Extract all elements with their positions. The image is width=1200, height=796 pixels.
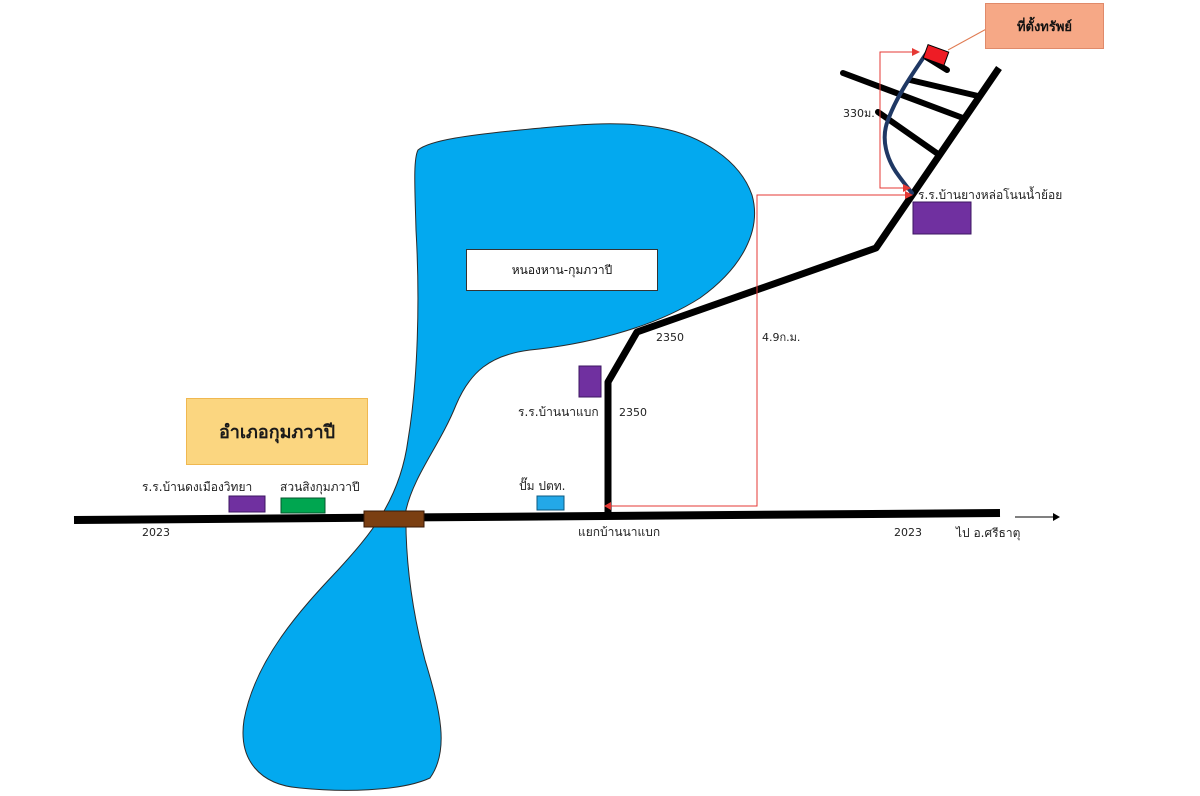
district-label-box: อำเภอกุมภวาปี (186, 398, 368, 465)
school-dong-mueang-label: ร.ร.บ้านดงเมืองวิทยา (142, 480, 252, 494)
route-2023-east-label: 2023 (894, 526, 922, 539)
distance-arrow-left (604, 502, 611, 510)
school-yang-lo-label: ร.ร.บ้านยางหล่อโนนน้ำย้อย (918, 186, 1062, 202)
district-label: อำเภอกุมภวาปี (218, 422, 335, 443)
access-arrow-bottom (903, 184, 911, 192)
school-na-baek-label: ร.ร.บ้านนาแบก (518, 405, 599, 419)
distance-marker-access (879, 51, 912, 189)
lake-label: หนองหาน-กุมภวาปี (511, 262, 613, 277)
access-road (882, 46, 932, 195)
bridge (363, 510, 425, 528)
direction-arrow-head (1053, 513, 1060, 521)
distance-marker-main (611, 194, 912, 507)
park-marker (280, 497, 326, 514)
distance-arrow-right (905, 191, 913, 199)
property-marker (922, 44, 950, 66)
route-2350-upper-label: 2350 (656, 331, 684, 344)
to-si-that-label: ไป อ.ศรีธาตุ (955, 526, 1020, 541)
distance-access-label: 330ม. (843, 107, 875, 120)
park-label: สวนสิงกุมภวาปี (280, 480, 360, 495)
route-2350-lower-label: 2350 (619, 406, 647, 419)
gas-station-marker (536, 495, 565, 511)
lake-label-box: หนองหาน-กุมภวาปี (466, 249, 658, 291)
gas-station-label: ปั๊ม ปตท. (519, 477, 565, 493)
route-2023-west-label: 2023 (142, 526, 170, 539)
school-na-baek-marker (578, 365, 602, 398)
access-arrow-top (912, 48, 920, 56)
property-leader-line (947, 26, 991, 51)
road-2350 (604, 66, 1002, 515)
side-roads (840, 54, 981, 157)
property-label-box: ที่ตั้งทรัพย์ (985, 3, 1104, 49)
junction-label: แยกบ้านนาแบก (578, 525, 660, 539)
distance-main-label: 4.9ก.ม. (762, 331, 800, 344)
highway-2023 (73, 509, 1001, 524)
school-dong-mueang-marker (228, 495, 266, 513)
property-label: ที่ตั้งทรัพย์ (1016, 19, 1073, 35)
school-yang-lo-marker (912, 201, 972, 235)
